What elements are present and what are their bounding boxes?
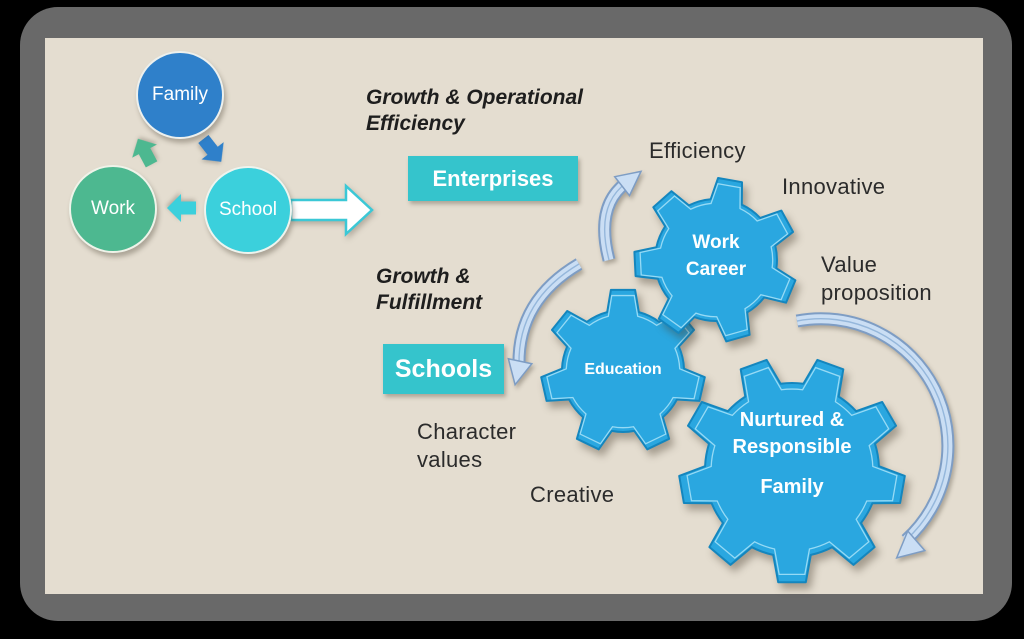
heading-growth-operational-efficiency: Growth & Operational Efficiency (366, 86, 584, 135)
enterprises-badge: Enterprises (408, 156, 578, 201)
cycle-node-family-label: Family (152, 84, 208, 105)
heading-growth-fulfillment: Growth & Fulfillment (376, 265, 483, 314)
gear-family-label: Nurtured & Responsible Family (698, 407, 886, 501)
cycle-node-family: Family (136, 51, 224, 139)
cycle-node-school: School (204, 166, 292, 254)
cycle-node-work-label: Work (91, 198, 135, 219)
gear-work-career-label: Work Career (636, 229, 796, 283)
gear-work-line2: Career (685, 259, 747, 280)
gear-family-line2: Family (760, 476, 824, 498)
annotation-character-values: Character values (417, 419, 517, 472)
annotation-efficiency: Efficiency (649, 138, 746, 163)
annotation-creative: Creative (530, 482, 615, 507)
annotation-value-proposition: Value proposition (821, 252, 932, 305)
gear-education-label: Education (584, 361, 662, 378)
gear-family-line1: Nurtured & Responsible (732, 409, 852, 458)
schools-badge: Schools (383, 344, 504, 394)
gear-work-line1: Work (692, 232, 740, 253)
cycle-node-school-label: School (218, 199, 278, 220)
annotation-innovative: Innovative (782, 174, 886, 199)
cycle-node-work: Work (69, 165, 157, 253)
